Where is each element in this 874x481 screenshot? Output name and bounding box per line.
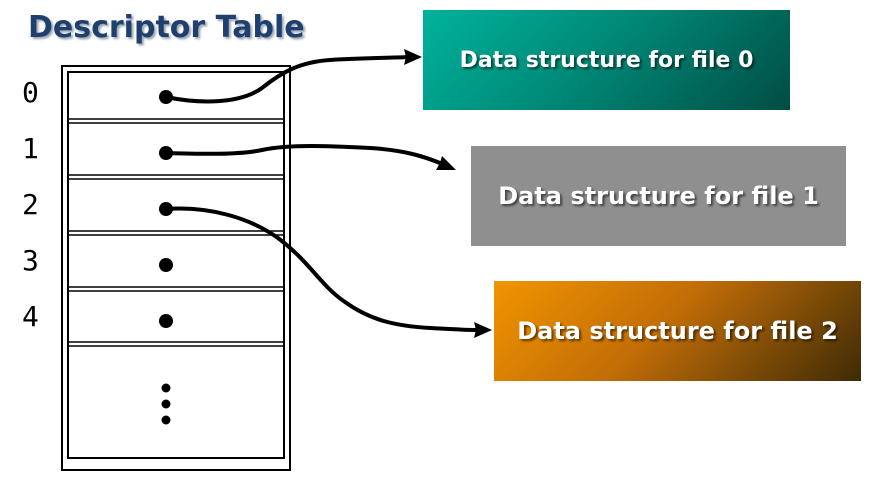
pointer-arrow-1 [164,144,442,165]
table-front-frame [67,71,285,459]
row-index-4: 4 [22,300,39,333]
arrowhead-0 [404,49,422,65]
row-index-3: 3 [22,244,39,277]
file-1-structure-box: Data structure for file 1 [471,146,846,246]
page-title: Descriptor Table [28,10,305,45]
row-dividers [68,118,284,347]
row-index-1: 1 [22,132,39,165]
pointer-dot-4 [159,314,173,328]
pointer-arrow-2 [164,206,478,332]
pointer-arrow-0 [164,55,410,104]
arrowhead-2 [474,322,492,338]
arrowhead-1 [436,156,456,170]
row-index-2: 2 [22,188,39,221]
file-0-structure-box: Data structure for file 0 [423,10,790,110]
pointer-dot-3 [159,258,173,272]
row-index-0: 0 [22,76,39,109]
ellipsis-icon [161,383,171,425]
file-2-structure-box: Data structure for file 2 [494,281,861,381]
